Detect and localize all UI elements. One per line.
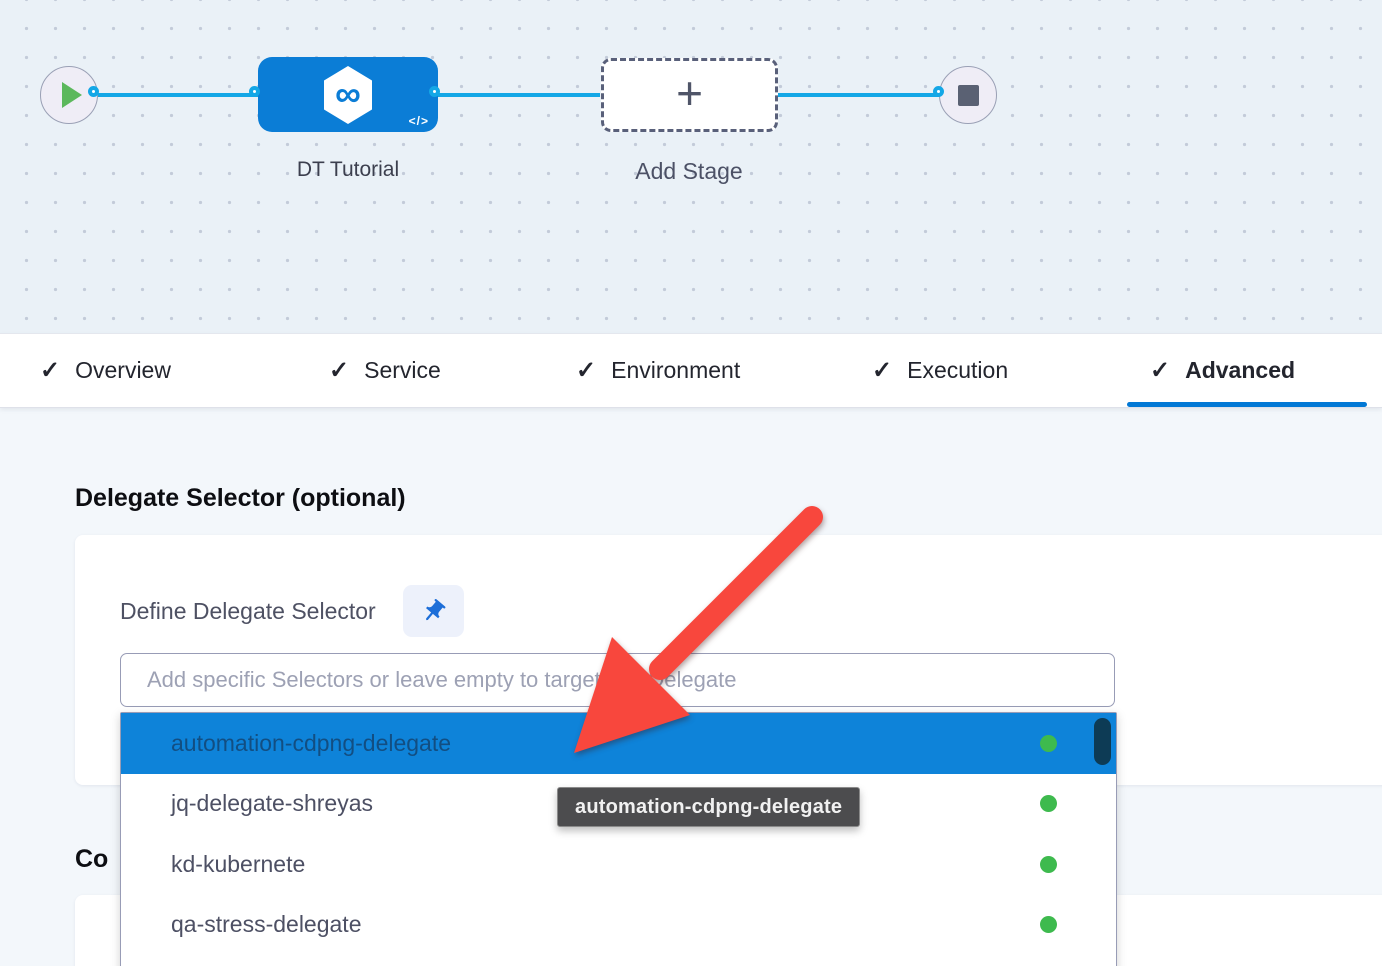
delegate-selector-heading: Delegate Selector (optional): [75, 484, 406, 512]
define-delegate-selector-label: Define Delegate Selector: [120, 597, 376, 624]
tab-label: Service: [364, 357, 441, 383]
dropdown-option[interactable]: kd-kubernete: [121, 834, 1116, 895]
stage-node-dt-tutorial[interactable]: ∞ </>: [258, 57, 438, 132]
infinity-icon: ∞: [335, 73, 361, 114]
pipeline-canvas[interactable]: ∞ </> DT Tutorial + Add Stage: [0, 0, 1382, 333]
delegate-selector-input[interactable]: [120, 653, 1115, 707]
dropdown-option-label: qa-stress-delegate: [171, 911, 362, 938]
define-delegate-selector-row: Define Delegate Selector: [120, 585, 464, 637]
tab-environment[interactable]: ✓ Environment: [576, 334, 740, 407]
check-icon: ✓: [329, 357, 350, 384]
status-dot: [1040, 795, 1057, 813]
tab-label: Environment: [611, 357, 741, 383]
pipeline-edge: [438, 93, 600, 97]
dropdown-option-label: automation-cdpng-delegate: [171, 729, 452, 756]
stage-label: DT Tutorial: [296, 158, 400, 181]
status-dot: [1040, 916, 1057, 934]
pipeline-edge: [97, 93, 258, 97]
partial-section-heading: Co: [75, 845, 109, 873]
check-icon: ✓: [872, 357, 893, 384]
add-stage-button[interactable]: +: [601, 58, 778, 132]
tab-label: Execution: [907, 357, 1009, 383]
plus-icon: +: [676, 67, 703, 119]
pin-button[interactable]: [402, 585, 464, 637]
dropdown-option[interactable]: qa-stress-delegate: [121, 895, 1116, 956]
active-tab-underline: [1127, 402, 1367, 407]
tab-label: Advanced: [1185, 357, 1296, 383]
dropdown-option-label: jq-delegate-shreyas: [171, 790, 374, 817]
play-icon: [62, 82, 82, 108]
stop-icon: [957, 84, 979, 106]
node-port[interactable]: [249, 86, 260, 97]
tab-label: Overview: [75, 357, 171, 383]
status-dot: [1040, 855, 1057, 873]
status-dot: [1040, 734, 1057, 752]
tab-service[interactable]: ✓ Service: [329, 334, 441, 407]
pipeline-edge: [778, 93, 942, 97]
dropdown-option-label: kd-kubernete: [171, 850, 306, 877]
node-port[interactable]: [933, 86, 944, 97]
add-stage-label: Add Stage: [635, 158, 743, 184]
check-icon: ✓: [576, 357, 597, 384]
tooltip: automation-cdpng-delegate: [557, 787, 861, 827]
advanced-tab-content: Delegate Selector (optional) Define Dele…: [0, 408, 1382, 966]
dropdown-scrollbar-thumb[interactable]: [1094, 718, 1111, 765]
node-port[interactable]: [88, 86, 99, 97]
check-icon: ✓: [1150, 357, 1171, 384]
pipeline-end-node[interactable]: [939, 66, 997, 124]
pin-icon: [425, 598, 446, 620]
dropdown-option[interactable]: jq-delegate-shreyas: [121, 774, 1116, 835]
dropdown-option[interactable]: automation-cdpng-delegate: [121, 713, 1116, 774]
tab-advanced[interactable]: ✓ Advanced: [1150, 334, 1295, 407]
harness-stage-icon: ∞: [324, 65, 372, 124]
check-icon: ✓: [40, 357, 61, 384]
delegate-dropdown: automation-cdpng-delegate jq-delegate-sh…: [120, 712, 1117, 966]
tab-overview[interactable]: ✓ Overview: [40, 334, 171, 407]
node-port[interactable]: [429, 86, 440, 97]
stage-tabs: ✓ Overview ✓ Service ✓ Environment ✓ Exe…: [0, 333, 1382, 408]
code-view-icon[interactable]: </>: [408, 114, 429, 128]
tab-execution[interactable]: ✓ Execution: [872, 334, 1008, 407]
